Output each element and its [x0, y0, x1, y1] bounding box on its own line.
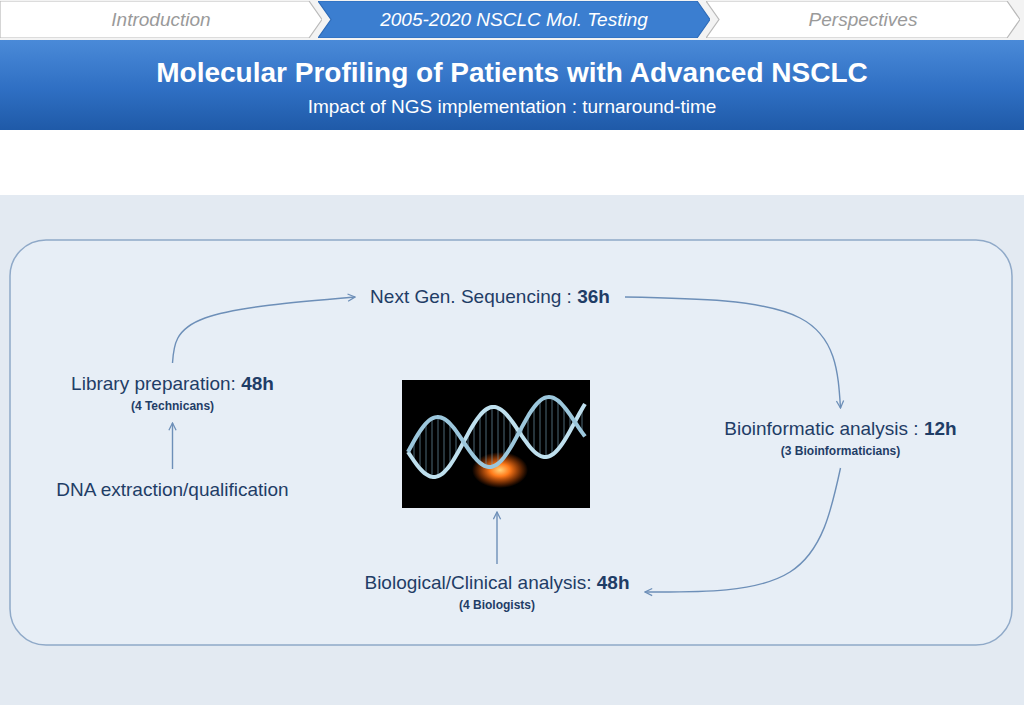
step-label: Library preparation: 48h	[69, 373, 276, 395]
flow-arrow	[625, 297, 841, 408]
breadcrumb-step: Introduction	[0, 1, 322, 38]
process-step: Next Gen. Sequencing : 36h	[362, 283, 618, 311]
staff-count: (4 Biologists)	[362, 598, 632, 612]
step-label: DNA extraction/qualification	[54, 479, 291, 501]
white-band	[0, 130, 1024, 195]
step-label: Bioinformatic analysis : 12h	[722, 418, 959, 440]
process-step: DNA extraction/qualification	[48, 476, 297, 504]
staff-count: (4 Technicans)	[69, 399, 276, 413]
header-band	[0, 40, 1024, 130]
step-label: 2005-2020 NSCLC Mol. Testing	[380, 9, 648, 31]
dna-illustration	[402, 380, 590, 508]
breadcrumb-bar	[0, 0, 1024, 40]
arrow-to-illustration	[496, 512, 497, 564]
step-label: Introduction	[111, 9, 210, 31]
step-label: Perspectives	[809, 9, 918, 31]
slide-title: Molecular Profiling of Patients with Adv…	[0, 57, 1024, 89]
flow-arrow	[173, 297, 356, 363]
slide-subtitle: Impact of NGS implementation : turnaroun…	[0, 96, 1024, 118]
staff-count: (3 Bioinformaticians)	[722, 444, 959, 458]
step-label: Biological/Clinical analysis: 48h	[362, 572, 632, 594]
content-ground	[0, 195, 1024, 705]
process-step: Biological/Clinical analysis: 48h (4 Biol…	[356, 569, 638, 615]
step-label: Next Gen. Sequencing : 36h	[368, 286, 612, 308]
process-step: Library preparation: 48h (4 Technicans)	[63, 370, 282, 416]
process-step: Bioinformatic analysis : 12h (3 Bioinform…	[716, 415, 965, 461]
cycle-frame	[10, 240, 1012, 645]
breadcrumb-step: 2005-2020 NSCLC Mol. Testing	[318, 1, 710, 38]
breadcrumb-step: Perspectives	[706, 1, 1020, 38]
flow-arrow	[172, 423, 173, 469]
flow-arrow	[645, 468, 841, 592]
